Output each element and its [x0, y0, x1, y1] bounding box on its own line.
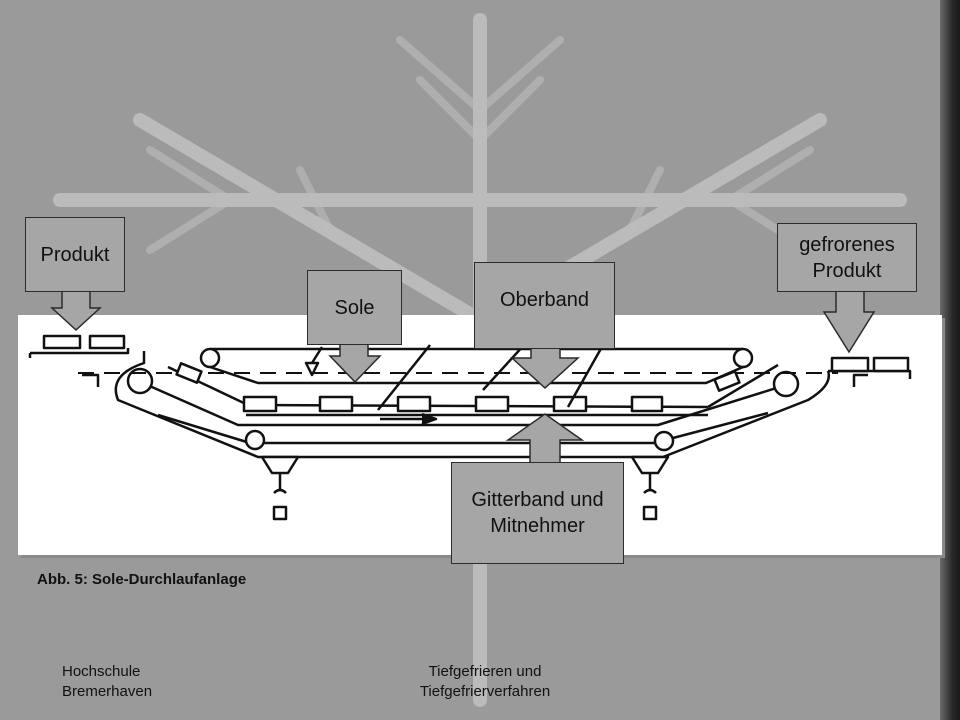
footer-left-line1: Hochschule	[62, 663, 141, 680]
callout-sole-label: Sole	[334, 296, 375, 319]
right-edge-shadow	[940, 0, 960, 720]
footer-center-line2: Tiefgefrierverfahren	[419, 683, 551, 700]
callout-gitterband-line2: Mitnehmer	[490, 515, 585, 537]
callout-sole: Sole	[307, 270, 402, 345]
callout-produkt-label: Produkt	[40, 243, 110, 266]
callout-gitterband: Gitterband und Mitnehmer	[451, 462, 624, 564]
callout-gefrorenes-line1: gefrorenes	[799, 233, 895, 256]
footer-left: Hochschule Bremerhaven	[62, 662, 152, 702]
callout-gefrorenes-produkt: gefrorenes Produkt	[777, 223, 917, 292]
callout-gitterband-line1: Gitterband und	[471, 489, 604, 511]
callout-oberband: Oberband	[474, 262, 615, 349]
footer-left-line2: Bremerhaven	[62, 683, 153, 700]
callout-gefrorenes-line2: Produkt	[812, 259, 882, 282]
callout-produkt: Produkt	[25, 217, 125, 292]
footer-center-line1: Tiefgefrieren und	[428, 663, 542, 680]
figure-caption: Abb. 5: Sole-Durchlaufanlage	[37, 571, 247, 588]
callout-oberband-label: Oberband	[500, 288, 589, 311]
footer-center: Tiefgefrieren und Tiefgefrierverfahren	[395, 662, 575, 702]
brine-freezer-schematic	[28, 334, 912, 521]
